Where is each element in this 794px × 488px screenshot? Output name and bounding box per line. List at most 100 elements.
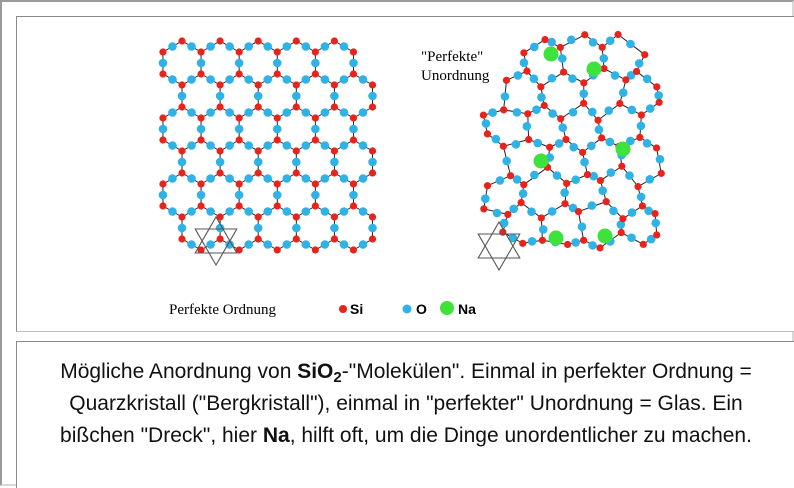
silicon-atom: [636, 134, 643, 141]
oxygen-atom: [273, 191, 282, 200]
silicon-atom: [581, 31, 588, 38]
oxygen-atom: [263, 207, 272, 216]
oxygen-atom: [187, 42, 196, 51]
oxygen-atom: [282, 207, 291, 216]
silicon-atom: [274, 114, 281, 121]
caption-cell: Mögliche Anordnung von SiO2-"Molekülen".…: [16, 341, 794, 488]
silicon-atom: [519, 240, 526, 247]
oxygen-atom: [512, 140, 521, 149]
legend-na-label: Na: [458, 301, 476, 317]
silicon-atom: [658, 170, 665, 177]
silicon-atom: [236, 202, 243, 209]
silicon-atom: [274, 70, 281, 77]
silicon-atom: [293, 147, 300, 154]
oxygen-atom: [206, 141, 215, 150]
oxygen-atom: [571, 238, 580, 247]
oxygen-atom: [606, 36, 615, 45]
oxygen-atom: [168, 174, 177, 183]
silicon-atom: [350, 180, 357, 187]
disorder-label-line2: Unordnung: [421, 68, 490, 84]
silicon-atom: [274, 246, 281, 253]
oxygen-atom: [567, 36, 576, 45]
oxygen-atom: [635, 59, 644, 68]
oxygen-atom: [187, 108, 196, 117]
oxygen-atom: [168, 108, 177, 117]
silicon-atom: [580, 100, 587, 107]
silicon-atom: [274, 48, 281, 55]
silicon-atom: [484, 182, 491, 189]
order-label: Perfekte Ordnung: [169, 302, 277, 318]
silicon-atom: [255, 37, 262, 44]
oxygen-atom: [588, 241, 597, 250]
oxygen-atom: [482, 119, 491, 128]
oxygen-atom: [263, 174, 272, 183]
oxygen-atom: [645, 175, 654, 184]
oxygen-atom: [225, 141, 234, 150]
silicon-atom: [178, 169, 185, 176]
legend-na-dot: [440, 301, 454, 315]
silicon-atom: [197, 136, 204, 143]
oxygen-atom: [519, 189, 528, 198]
oxygen-atom: [368, 158, 377, 167]
oxygen-atom: [302, 207, 311, 216]
silicon-atom: [538, 214, 545, 221]
oxygen-atom: [321, 240, 330, 249]
oxygen-atom: [555, 139, 564, 148]
silicon-atom: [369, 169, 376, 176]
oxygen-atom: [598, 186, 607, 195]
oxygen-atom: [588, 108, 597, 117]
oxygen-atom: [340, 108, 349, 117]
oxygen-atom: [349, 191, 358, 200]
oxygen-atom: [292, 224, 301, 233]
oxygen-atom: [340, 240, 349, 249]
oxygen-atom: [159, 59, 168, 68]
oxygen-atom: [254, 158, 263, 167]
oxygen-atom: [244, 42, 253, 51]
legend-o-dot: [403, 305, 412, 314]
oxygen-atom: [244, 240, 253, 249]
silicon-atom: [616, 100, 623, 107]
silicon-atom: [480, 112, 487, 119]
oxygen-atom: [604, 106, 613, 115]
sodium-atom: [544, 47, 559, 62]
sodium-atom: [549, 231, 564, 246]
oxygen-atom: [530, 74, 539, 83]
silicon-atom: [312, 246, 319, 253]
oxygen-atom: [523, 122, 532, 131]
silicon-atom: [159, 202, 166, 209]
oxygen-atom: [340, 42, 349, 51]
silicon-atom: [217, 235, 224, 242]
silicon-atom: [178, 81, 185, 88]
oxygen-atom: [311, 59, 320, 68]
oxygen-atom: [321, 141, 330, 150]
silicon-atom: [523, 68, 530, 75]
silicon-atom: [541, 102, 548, 109]
silicon-atom: [546, 144, 553, 151]
silicon-atom: [619, 215, 626, 222]
oxygen-atom: [606, 138, 615, 147]
silicon-atom: [255, 235, 262, 242]
silicon-atom: [236, 114, 243, 121]
oxygen-atom: [330, 92, 339, 101]
oxygen-atom: [197, 59, 206, 68]
silicon-atom: [639, 202, 646, 209]
oxygen-atom: [560, 188, 569, 197]
oxygen-atom: [548, 207, 557, 216]
oxygen-atom: [168, 75, 177, 84]
caption-formula: SiO2: [297, 360, 342, 383]
oxygen-atom: [206, 240, 215, 249]
silicon-atom: [520, 181, 527, 188]
silicon-atom: [350, 246, 357, 253]
silicon-atom: [236, 48, 243, 55]
sodium-atom: [534, 154, 549, 169]
oxygen-atom: [168, 141, 177, 150]
oxygen-atom: [643, 75, 652, 84]
oxygen-atom: [311, 191, 320, 200]
silicon-atom: [197, 114, 204, 121]
oxygen-atom: [569, 143, 578, 152]
silicon-atom: [541, 36, 548, 43]
oxygen-atom: [359, 108, 368, 117]
silicon-atom: [597, 177, 604, 184]
silicon-atom: [293, 235, 300, 242]
oxygen-atom: [492, 135, 501, 144]
